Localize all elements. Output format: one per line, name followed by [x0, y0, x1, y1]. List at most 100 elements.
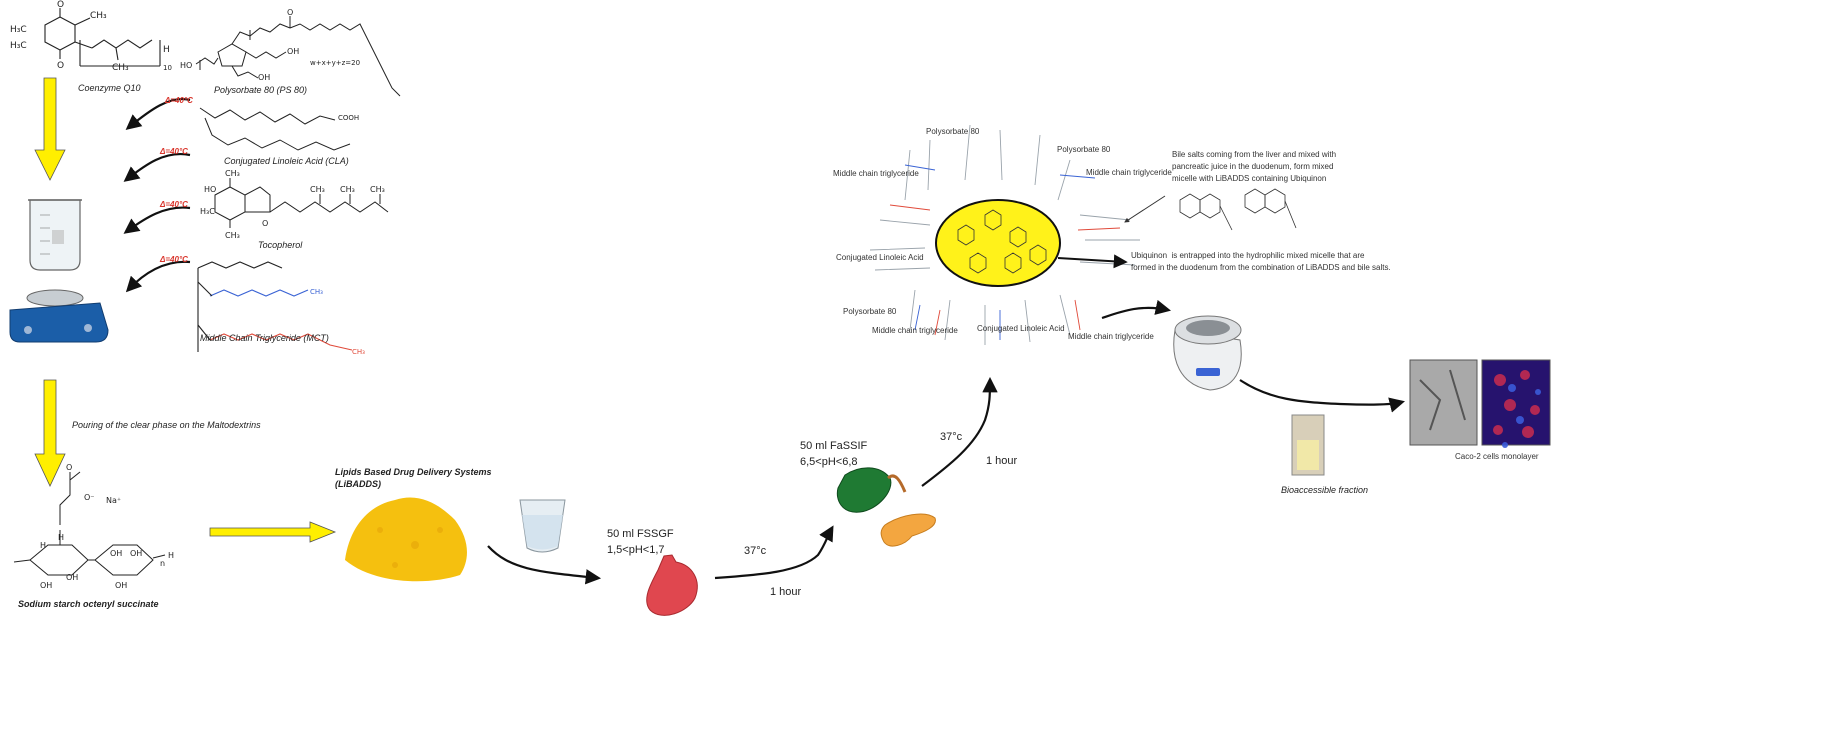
arrow-tocopherol	[123, 206, 191, 234]
ps80-formula: w+x+y+z=20	[310, 59, 360, 67]
svg-text:OH: OH	[115, 581, 127, 590]
label-ps80: Polysorbate 80 (PS 80)	[214, 85, 308, 95]
svg-text:CH₃: CH₃	[90, 11, 107, 21]
note-ubiquinon: Ubiquinon is entrapped into the hydrophi…	[1131, 251, 1391, 272]
label-caco2: Caco-2 cells monolayer	[1455, 452, 1539, 461]
yellow-arrow-3	[209, 521, 337, 543]
arrow-to-intestine	[714, 525, 834, 580]
svg-text:CH₃: CH₃	[225, 231, 240, 240]
svg-text:CH₃: CH₃	[370, 185, 385, 194]
cla-structure	[199, 107, 351, 151]
pancreas-icon	[880, 513, 936, 547]
label-coq10: Coenzyme Q10	[78, 83, 141, 93]
label-gastric: 50 ml FSSGF 1,5<pH<1,7	[607, 528, 674, 556]
label-libadds: Lipids Based Drug Delivery Systems (LiBA…	[335, 467, 492, 489]
stomach-icon	[646, 554, 698, 616]
label-intestinal: 50 ml FaSSIF 6,5<pH<6,8	[800, 440, 868, 468]
test-tube-icon	[1291, 414, 1325, 476]
svg-text:O⁻: O⁻	[84, 493, 95, 502]
yellow-arrow-2	[34, 379, 66, 487]
svg-text:OH: OH	[110, 549, 122, 558]
micelle-label-mct-tr: Middle chain triglyceride	[1086, 168, 1172, 177]
arrow-ps80	[125, 97, 191, 130]
svg-text:H₃C: H₃C	[10, 41, 27, 51]
svg-text:CH₃: CH₃	[310, 185, 325, 194]
micelle-label-mct-bl: Middle chain triglyceride	[872, 326, 958, 335]
svg-text:O: O	[57, 61, 64, 71]
svg-text:COOH: COOH	[338, 114, 359, 122]
libadds-powder	[345, 497, 467, 582]
temp-label-1: Δ=40°C	[165, 96, 193, 105]
svg-text:H₃C: H₃C	[200, 207, 215, 216]
svg-text:CH₃: CH₃	[340, 185, 355, 194]
svg-text:OH: OH	[287, 47, 299, 56]
arrow-to-caco2	[1239, 379, 1405, 413]
tocopherol-structure	[214, 178, 389, 228]
label-pouring: Pouring of the clear phase on the Maltod…	[72, 420, 261, 430]
svg-text:H₃C: H₃C	[10, 25, 27, 35]
coq10-structure	[44, 8, 161, 67]
svg-text:OH: OH	[130, 549, 142, 558]
svg-text:H: H	[58, 533, 64, 542]
micelle-label-cla-bottom: Conjugated Linoleic Acid	[977, 324, 1065, 333]
label-gastric-temp: 37°c	[744, 545, 767, 557]
arrow-ubiquinon	[1057, 254, 1128, 269]
arrow-to-micelle	[921, 376, 998, 487]
mct-structure	[197, 261, 353, 352]
micelle-label-ps80-bl: Polysorbate 80	[843, 307, 897, 316]
svg-text:O: O	[262, 219, 268, 228]
ps80-structure	[195, 16, 401, 97]
svg-text:n: n	[160, 559, 165, 568]
micelle-label-mct-br: Middle chain triglyceride	[1068, 332, 1154, 341]
svg-text:10: 10	[163, 64, 172, 72]
micelle-label-cla-left: Conjugated Linoleic Acid	[836, 253, 924, 262]
svg-text:CH₃: CH₃	[225, 169, 240, 178]
gallbladder-icon	[836, 467, 907, 513]
temp-label-4: Δ=40°C	[160, 255, 188, 264]
water-glass-icon	[519, 499, 566, 553]
arrow-to-stomach	[487, 545, 602, 585]
micelle-cloud	[869, 124, 1140, 345]
yellow-arrow-1	[34, 77, 66, 181]
hotplate-icon	[9, 289, 109, 343]
label-cla: Conjugated Linoleic Acid (CLA)	[224, 156, 349, 166]
svg-text:O: O	[287, 8, 293, 17]
svg-text:H: H	[40, 541, 46, 550]
beaker-icon	[28, 199, 82, 271]
svg-text:OH: OH	[66, 573, 78, 582]
arrow-to-centrifuge	[1101, 299, 1172, 320]
svg-text:O: O	[66, 463, 72, 472]
svg-text:OH: OH	[258, 73, 270, 82]
arrow-cla	[123, 152, 191, 182]
caco2-images	[1409, 359, 1551, 448]
label-gastric-time: 1 hour	[770, 586, 802, 598]
label-mct: Middle Chain Triglyceride (MCT)	[200, 333, 329, 343]
svg-text:H: H	[163, 45, 170, 55]
micelle-core	[935, 199, 1061, 287]
label-bioaccessible: Bioaccessible fraction	[1281, 485, 1369, 495]
arrow-mct	[125, 260, 191, 293]
starch-structure	[13, 471, 166, 576]
bile-salt-structures	[1179, 188, 1297, 231]
svg-text:HO: HO	[180, 61, 192, 70]
label-sodium-starch: Sodium starch octenyl succinate	[18, 599, 159, 609]
note-bile-salts: Bile salts coming from the liver and mix…	[1172, 150, 1337, 183]
centrifuge-icon	[1173, 315, 1242, 391]
label-tocopherol: Tocopherol	[258, 240, 303, 250]
temp-label-2: Δ=40°C	[160, 147, 188, 156]
label-intestinal-time: 1 hour	[986, 455, 1018, 467]
micelle-label-mct-tl: Middle chain triglyceride	[833, 169, 919, 178]
svg-text:HO: HO	[204, 185, 216, 194]
svg-text:Na⁺: Na⁺	[106, 496, 121, 505]
svg-text:OH: OH	[40, 581, 52, 590]
micelle-label-ps80-tr: Polysorbate 80	[1057, 145, 1111, 154]
svg-text:O: O	[57, 0, 64, 10]
svg-text:CH₃: CH₃	[352, 348, 365, 356]
temp-label-3: Δ=40°C	[160, 200, 188, 209]
svg-text:CH₃: CH₃	[310, 288, 323, 296]
svg-text:H: H	[168, 551, 174, 560]
label-intestinal-temp: 37°c	[940, 431, 963, 443]
micelle-label-ps80-tl: Polysorbate 80	[926, 127, 980, 136]
